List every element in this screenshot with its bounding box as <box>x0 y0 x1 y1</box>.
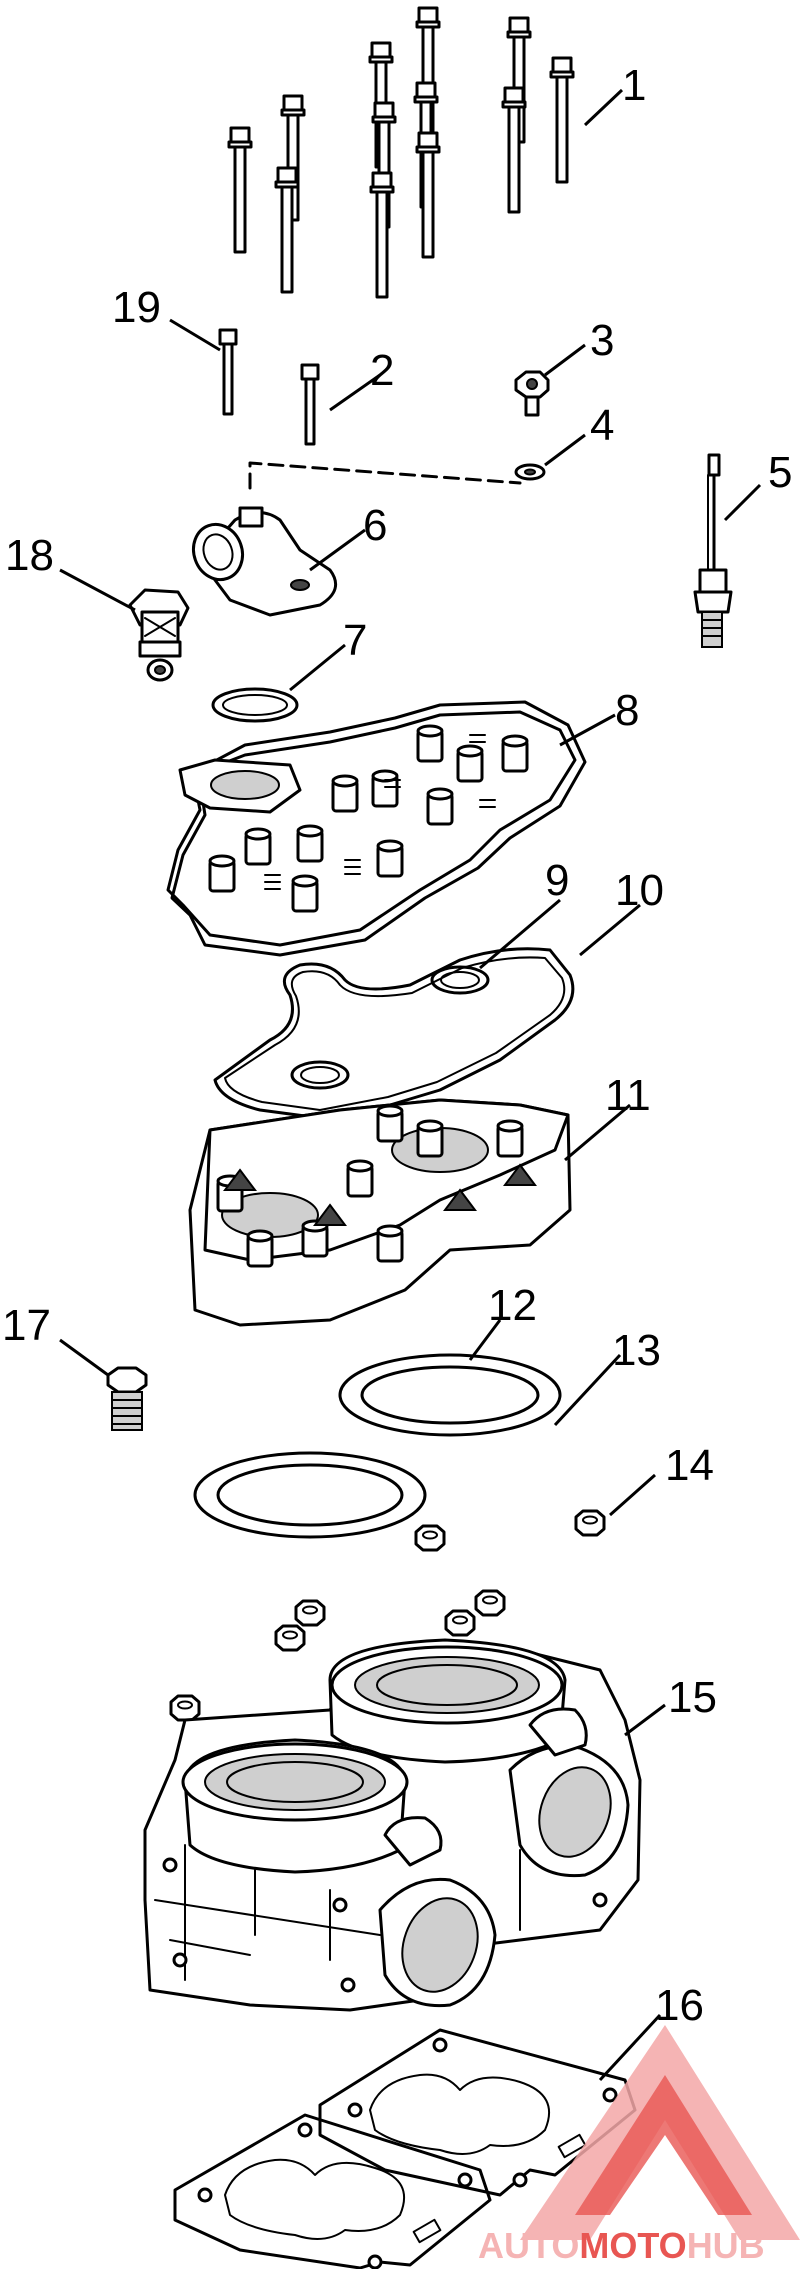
drain-fitting <box>514 370 550 481</box>
callout-17: 17 <box>2 1301 51 1350</box>
o-ring-9-lower <box>290 1060 350 1090</box>
callout-6: 6 <box>363 501 387 550</box>
callout-12: 12 <box>488 1281 537 1330</box>
callout-2: 2 <box>370 346 394 395</box>
callout-15: 15 <box>668 1673 717 1722</box>
watermark-text-hub: HUB <box>687 2225 765 2266</box>
callout-1: 1 <box>622 61 646 110</box>
head-gasket-lower <box>193 1451 427 1539</box>
callout-labels: 1 2 3 4 5 6 7 8 9 10 11 12 13 14 15 16 1… <box>2 61 792 2030</box>
callout-8: 8 <box>615 686 639 735</box>
watermark-triangle-dark <box>575 2075 752 2215</box>
callout-13: 13 <box>612 1326 661 1375</box>
head-gasket-upper <box>338 1353 562 1437</box>
callout-14: 14 <box>665 1441 714 1490</box>
watermark-text-moto: MOTO <box>579 2225 686 2266</box>
water-outlet-elbow <box>191 506 338 617</box>
water-fitting <box>106 1366 148 1431</box>
callout-19: 19 <box>112 283 161 332</box>
callout-4: 4 <box>590 401 614 450</box>
callout-18: 18 <box>5 531 54 580</box>
base-gasket-upper <box>318 2028 637 2197</box>
autmotohub-watermark-logo: AUTOMOTOHUB <box>478 2025 800 2266</box>
head-bolts <box>227 6 575 299</box>
o-ring-7 <box>211 687 299 723</box>
temperature-sender <box>693 453 733 648</box>
callout-3: 3 <box>590 316 614 365</box>
callout-10: 10 <box>615 866 664 915</box>
short-bolts <box>218 328 320 446</box>
cylinder-head <box>188 1098 572 1327</box>
callout-16: 16 <box>655 1981 704 2030</box>
cylinder-block <box>143 1638 642 2012</box>
callout-11: 11 <box>605 1071 651 1120</box>
head-cover-gasket <box>213 947 575 1120</box>
watermark-text-auto: AUTO <box>478 2225 579 2266</box>
cylinder-head-cover <box>166 700 587 957</box>
leader-lines <box>59 88 762 2082</box>
o-ring-9-upper <box>430 965 490 995</box>
thermostat <box>128 588 190 682</box>
watermark-text: AUTOMOTOHUB <box>478 2225 765 2266</box>
hose-route <box>248 461 522 490</box>
callout-5: 5 <box>768 448 792 497</box>
callout-9: 9 <box>545 856 569 905</box>
base-gasket-lower <box>173 2113 492 2269</box>
callout-7: 7 <box>343 616 367 665</box>
